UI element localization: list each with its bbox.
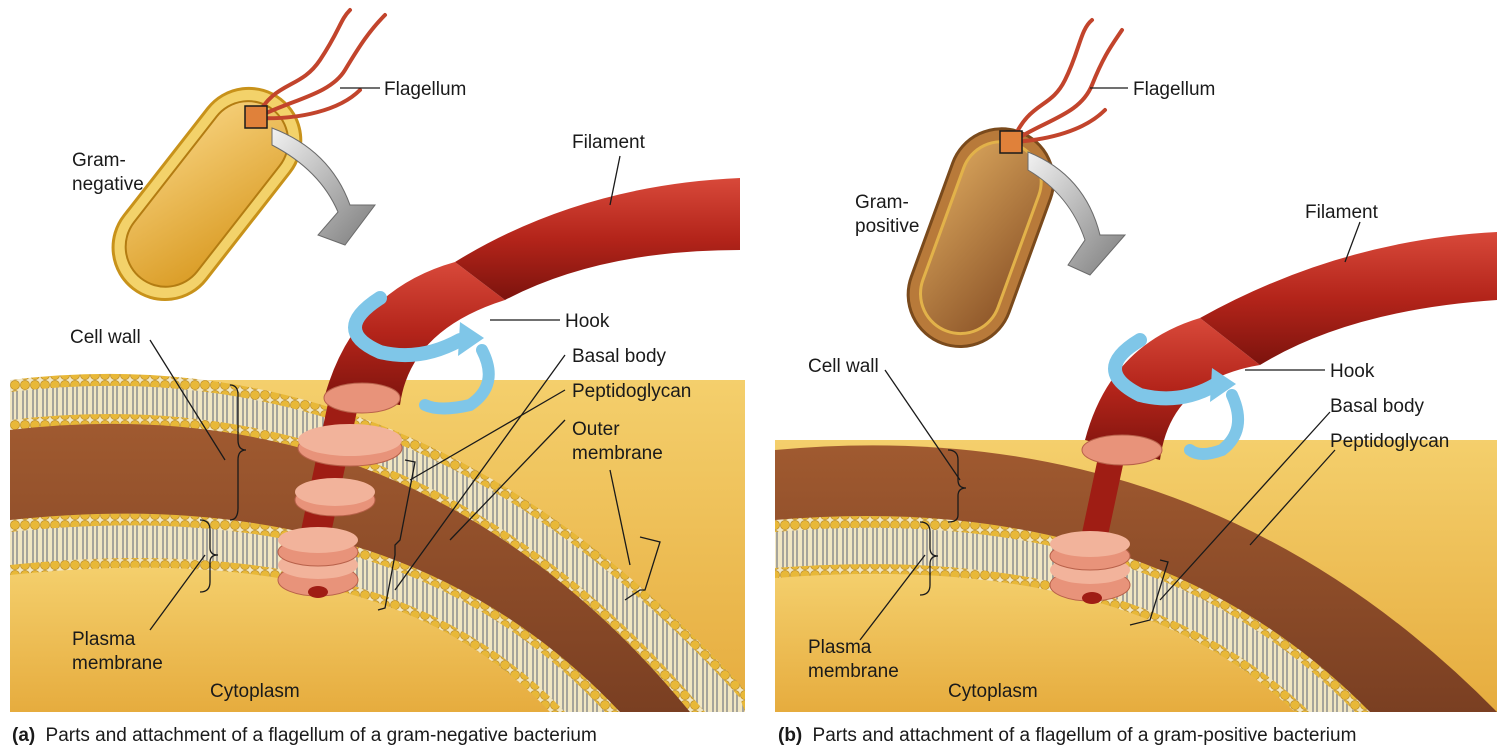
caption-a: (a) Parts and attachment of a flagellum …	[12, 725, 597, 746]
peptidoglycan-label: Peptidoglycan	[572, 381, 691, 402]
caption-b-prefix: (b)	[778, 725, 802, 746]
cytoplasm-label: Cytoplasm	[948, 681, 1038, 702]
gram-positive-cell	[894, 114, 1069, 361]
gram-type-label-2: negative	[72, 174, 144, 195]
detail-box	[245, 106, 267, 128]
gram-type-label-2: positive	[855, 216, 919, 237]
outer-membrane-label-2: membrane	[572, 443, 663, 464]
plasma-membrane-label: Plasma	[72, 629, 136, 650]
cell-wall-label: Cell wall	[70, 327, 141, 348]
basal-body-label: Basal body	[572, 346, 667, 367]
basal-body-label: Basal body	[1330, 396, 1425, 417]
basal-body	[1050, 531, 1130, 604]
caption-b-text: Parts and attachment of a flagellum of a…	[813, 725, 1357, 746]
zoom-arrow	[272, 128, 375, 245]
hook-label: Hook	[565, 311, 610, 332]
gram-type-label: Gram-	[72, 150, 126, 171]
caption-a-text: Parts and attachment of a flagellum of a…	[46, 725, 597, 746]
peptidoglycan-label: Peptidoglycan	[1330, 431, 1449, 452]
plasma-membrane-label: Plasma	[808, 637, 872, 658]
plasma-membrane-label-2: membrane	[808, 661, 899, 682]
filament-label: Filament	[1305, 202, 1379, 223]
caption-b: (b) Parts and attachment of a flagellum …	[778, 725, 1356, 746]
cell-wall-label: Cell wall	[808, 356, 879, 377]
cell-flagellum	[1012, 20, 1122, 142]
filament	[455, 178, 740, 300]
cytoplasm-label: Cytoplasm	[210, 681, 300, 702]
caption-a-prefix: (a)	[12, 725, 35, 746]
flagellum-label: Flagellum	[384, 79, 466, 100]
filament-label: Filament	[572, 132, 646, 153]
outer-membrane-label: Outer	[572, 419, 620, 440]
flagellum-label: Flagellum	[1133, 79, 1215, 100]
panel-b: Flagellum Gram- positive Filament Hook B…	[775, 20, 1497, 712]
detail-box	[1000, 131, 1022, 153]
plasma-membrane-label-2: membrane	[72, 653, 163, 674]
panel-a: Flagellum Gram- negative Filament Hook B…	[10, 10, 745, 712]
gram-type-label: Gram-	[855, 192, 909, 213]
hook-label: Hook	[1330, 361, 1375, 382]
